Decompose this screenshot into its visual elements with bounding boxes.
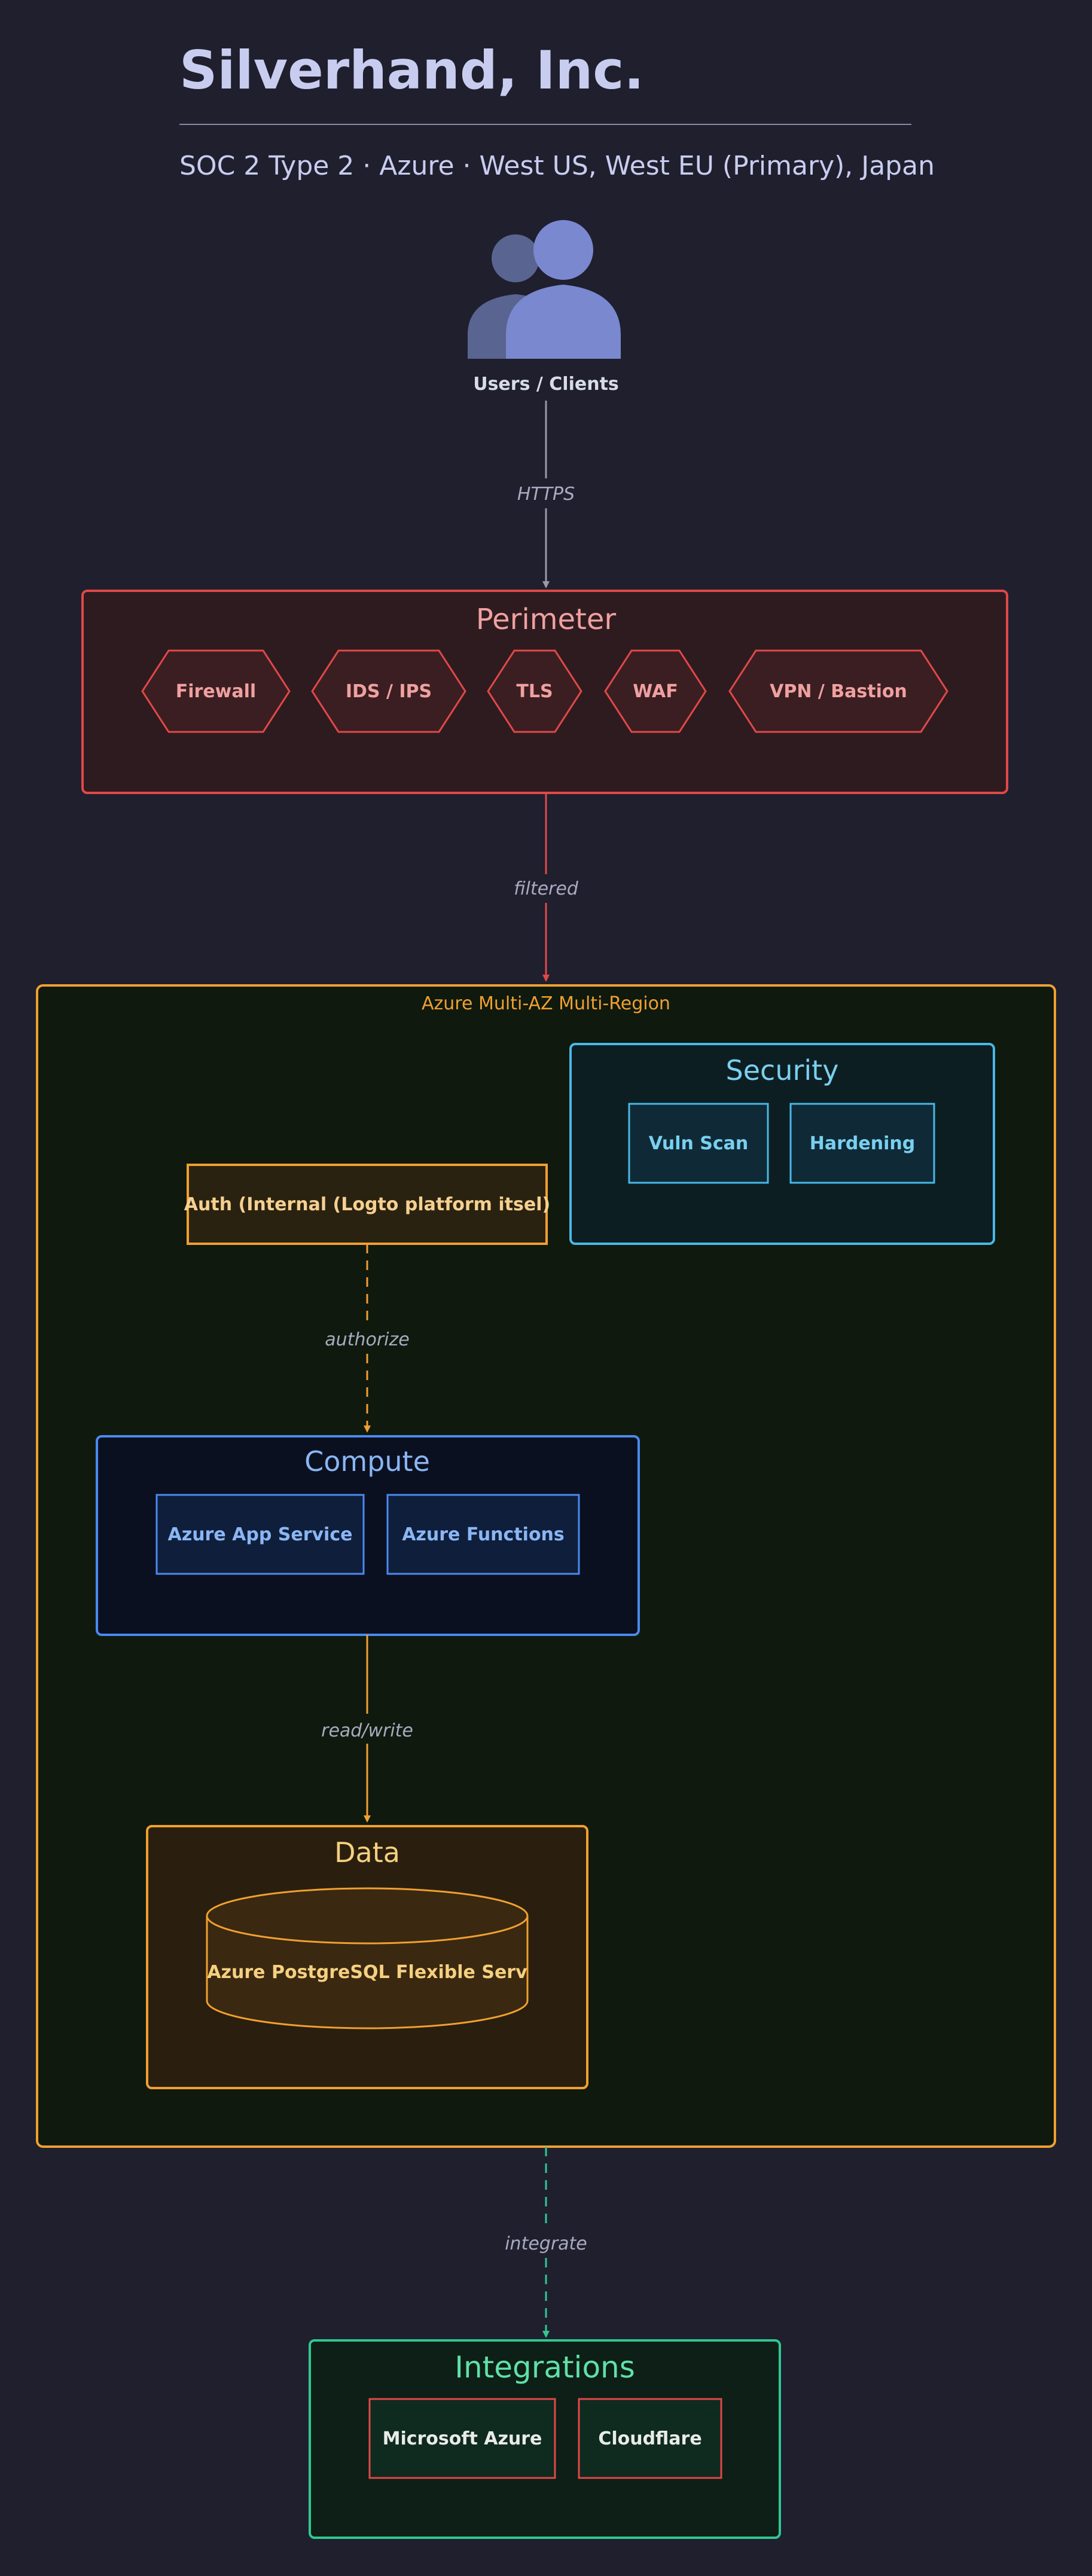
svg-text:IDS / IPS: IDS / IPS — [346, 681, 432, 702]
svg-text:Microsoft Azure: Microsoft Azure — [383, 2428, 542, 2449]
database-cylinder: Azure PostgreSQL Flexible Serv — [206, 1887, 529, 2029]
edge-label-integrate: integrate — [505, 2233, 587, 2254]
svg-text:Azure App Service: Azure App Service — [168, 1524, 353, 1545]
svg-text:TLS: TLS — [516, 681, 553, 702]
security-group — [569, 1043, 995, 1245]
edge-label-read-write: read/write — [321, 1720, 413, 1741]
svg-text:Hardening: Hardening — [810, 1133, 915, 1154]
perimeter-item-ids-ips: IDS / IPS — [311, 649, 466, 733]
compute-title: Compute — [304, 1445, 430, 1478]
users-label: Users / Clients — [473, 374, 619, 395]
perimeter-item-vpn-bastion: VPN / Bastion — [728, 649, 948, 733]
page-title: Silverhand, Inc. — [179, 39, 644, 101]
svg-text:VPN / Bastion: VPN / Bastion — [770, 681, 907, 702]
svg-text:Auth (Internal (Logto platform: Auth (Internal (Logto platform itsel) — [184, 1194, 550, 1215]
auth-node: Auth (Internal (Logto platform itsel) — [184, 1164, 550, 1245]
perimeter-item-firewall: Firewall — [141, 649, 291, 733]
svg-text:Azure Functions: Azure Functions — [402, 1524, 565, 1545]
svg-text:Cloudflare: Cloudflare — [598, 2428, 701, 2449]
database-label: Azure PostgreSQL Flexible Serv — [207, 1962, 527, 1983]
edge-label-authorize: authorize — [325, 1329, 409, 1350]
edge-label-filtered: filtered — [514, 878, 579, 899]
perimeter-item-tls: TLS — [487, 649, 582, 733]
perimeter-item-waf: WAF — [604, 649, 707, 733]
perimeter-items: Firewall IDS / IPS TLS WAF VPN / Bastion — [141, 649, 948, 733]
integration-item-microsoft-azure: Microsoft Azure — [368, 2398, 556, 2479]
cloud-title: Azure Multi-AZ Multi-Region — [422, 993, 670, 1014]
data-title: Data — [334, 1836, 400, 1869]
edge-label-https: HTTPS — [517, 484, 575, 505]
svg-text:Firewall: Firewall — [176, 681, 256, 702]
svg-text:Vuln Scan: Vuln Scan — [649, 1133, 749, 1154]
security-title: Security — [726, 1054, 839, 1086]
svg-text:WAF: WAF — [633, 681, 678, 702]
security-item-hardening: Hardening — [789, 1103, 935, 1184]
compute-item-app-service: Azure App Service — [155, 1494, 365, 1575]
perimeter-title: Perimeter — [476, 603, 616, 636]
page-subtitle: SOC 2 Type 2 · Azure · West US, West EU … — [179, 151, 935, 181]
security-item-vuln-scan: Vuln Scan — [628, 1103, 769, 1184]
integration-item-cloudflare: Cloudflare — [578, 2398, 722, 2479]
compute-item-functions: Azure Functions — [386, 1494, 580, 1575]
integrations-title: Integrations — [455, 2350, 635, 2385]
users-icon — [468, 220, 621, 359]
